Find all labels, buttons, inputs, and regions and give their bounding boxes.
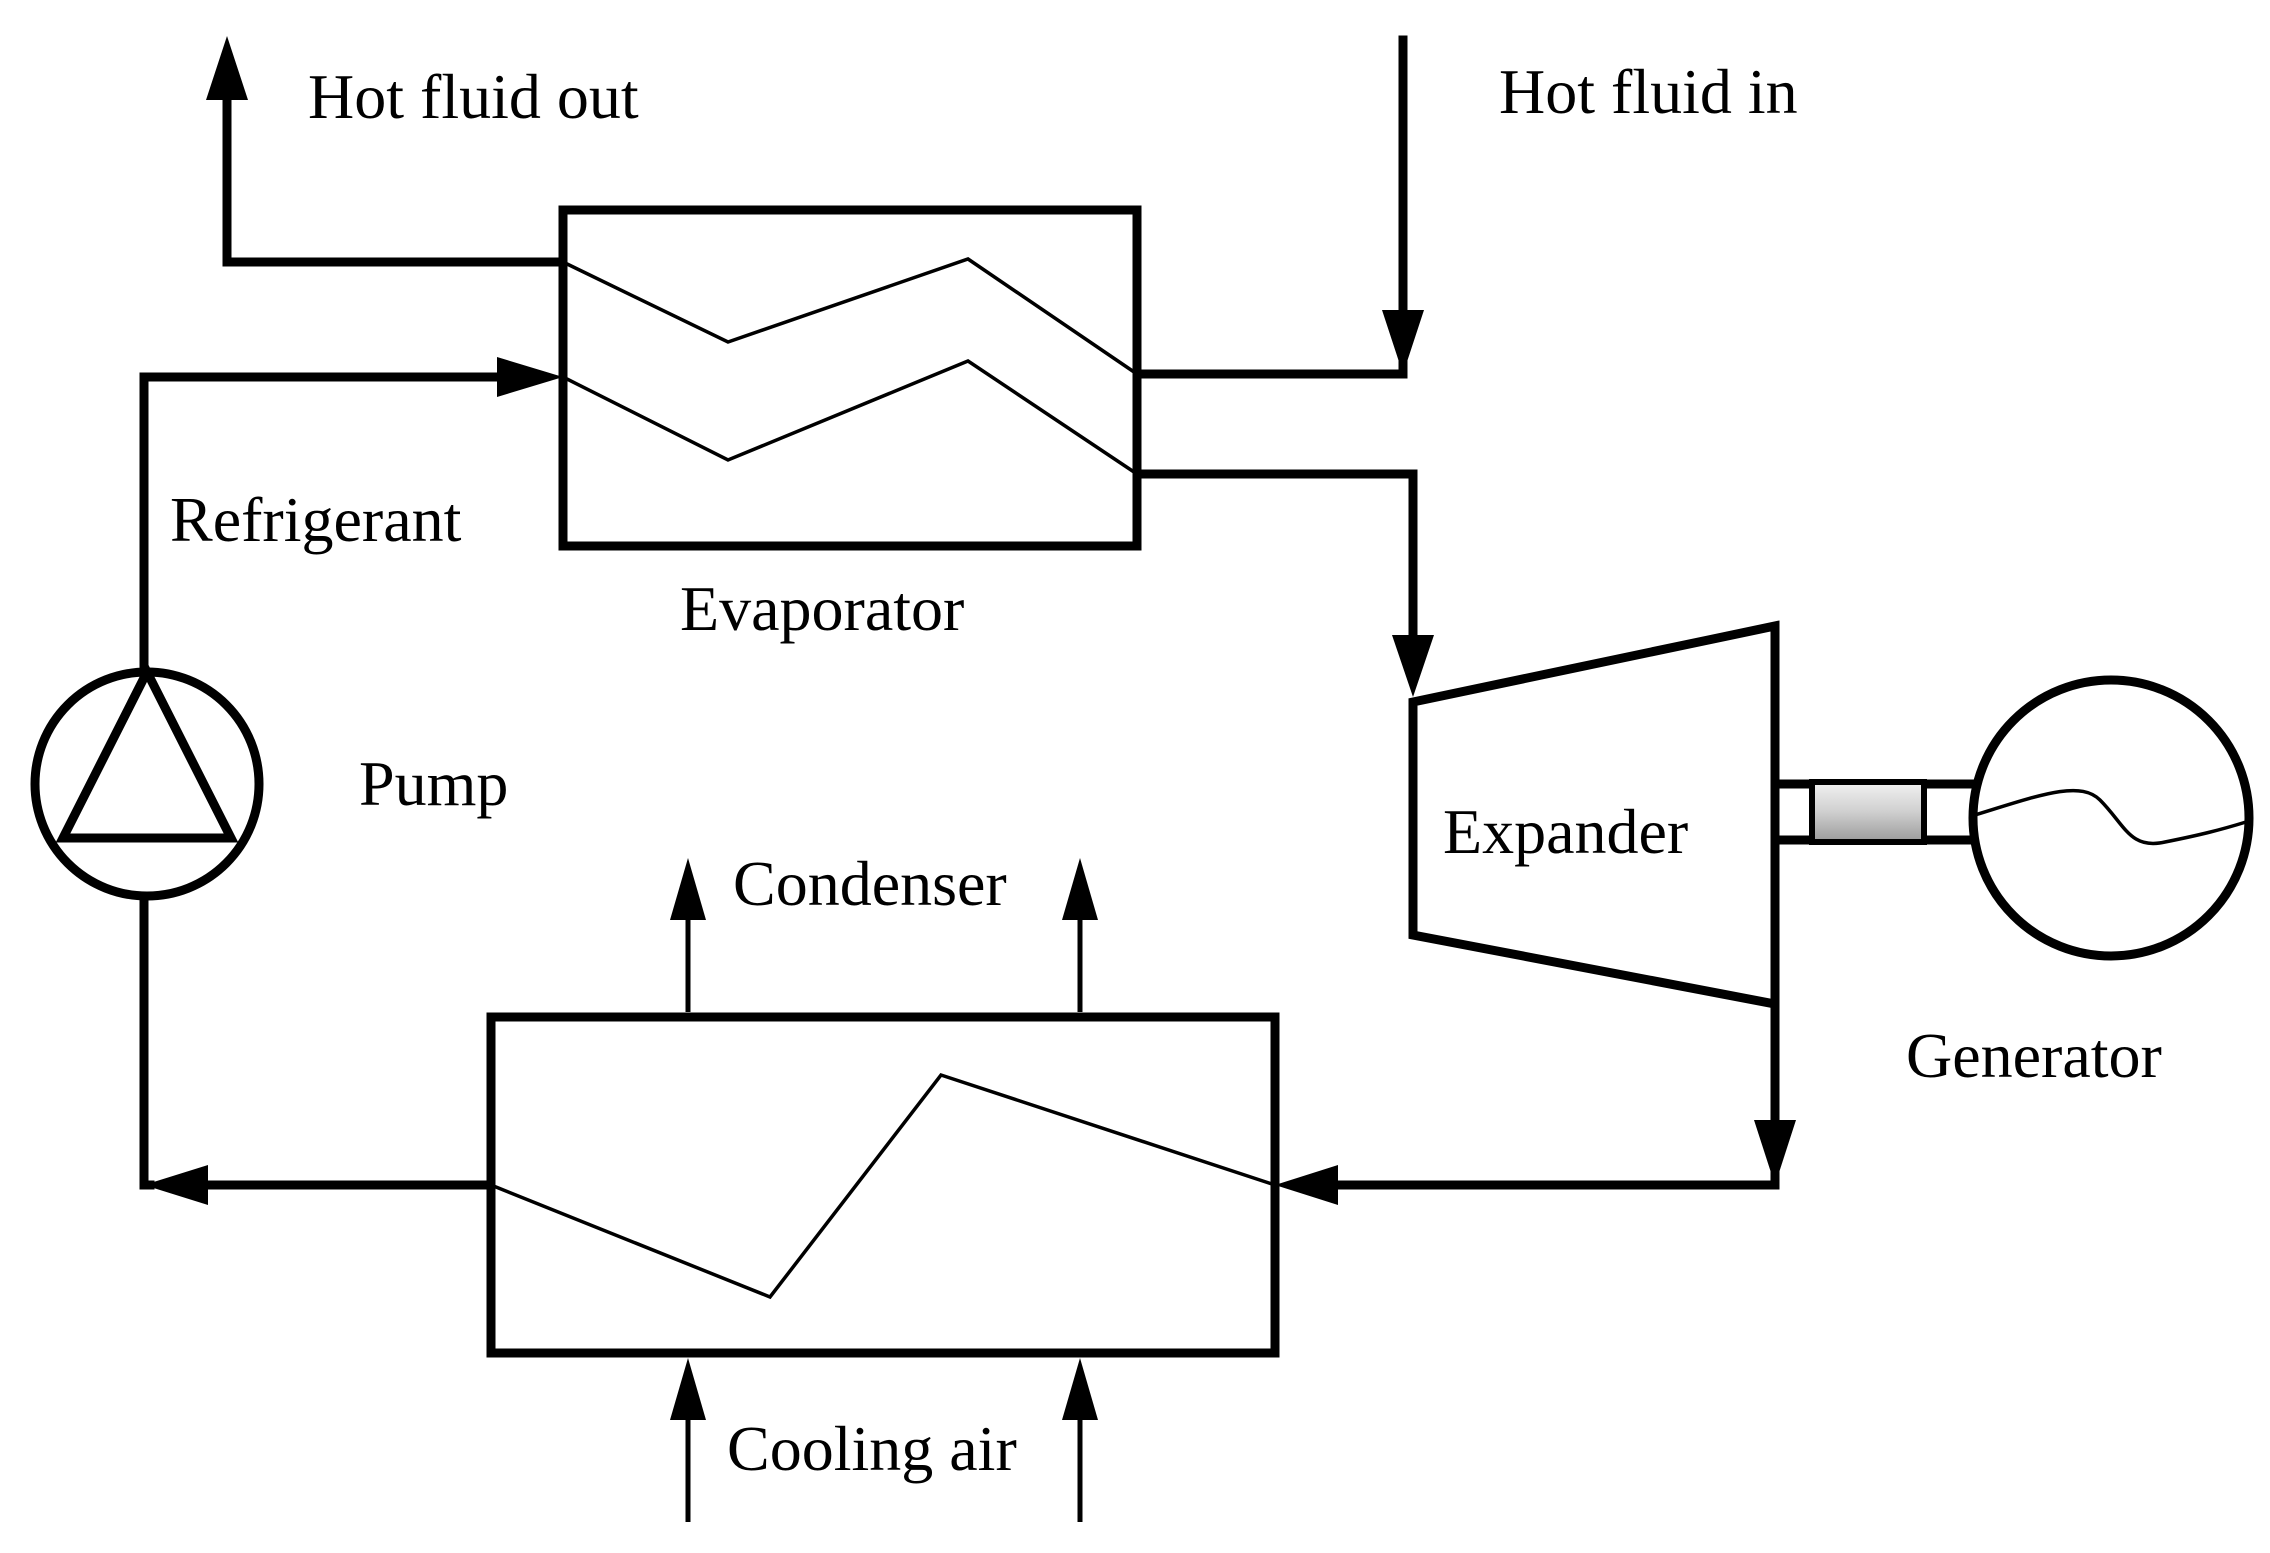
expander-label: Expander [1443, 796, 1688, 867]
pump-return-arrow [144, 1165, 208, 1205]
pump-circle [30, 667, 264, 901]
refrigerant-label: Refrigerant [170, 484, 462, 555]
hot-fluid-out-label: Hot fluid out [308, 61, 639, 132]
condenser [486, 1012, 1280, 1358]
condenser-box [486, 1012, 1280, 1358]
expander-inlet-arrow [1392, 635, 1434, 697]
evaporator-inlet-arrow [497, 357, 563, 397]
evaporator-to-expander-line [1132, 469, 1434, 697]
cooling-air-out-arrow-left [670, 858, 706, 920]
generator-wave-icon [1974, 788, 2247, 846]
condenser-inlet-arrow [1275, 1165, 1338, 1205]
shaft-coupling [1775, 779, 1975, 845]
condenser-label: Condenser [733, 848, 1007, 919]
cooling-air-in-arrow-left [670, 1358, 706, 1420]
evaporator [558, 205, 1142, 551]
evaporator-box [558, 205, 1142, 551]
expander-outlet-arrow [1754, 1120, 1796, 1185]
cooling-air-in-arrow-right [1062, 1358, 1098, 1420]
pump-triangle-icon [55, 662, 239, 843]
cooling-air-label: Cooling air [727, 1413, 1017, 1484]
generator-circle [1968, 675, 2254, 961]
pump-label: Pump [359, 748, 508, 819]
coupling-block [1809, 779, 1927, 845]
condenser-coil [490, 1072, 1276, 1300]
evaporator-refrigerant-coil [562, 359, 1138, 476]
hot-fluid-in-line [1135, 35, 1424, 379]
pump-to-evaporator-line [139, 357, 563, 675]
hot-fluid-in-arrow [1382, 310, 1424, 374]
cooling-air-out-arrow-right [1062, 858, 1098, 920]
hot-fluid-in-label: Hot fluid in [1499, 56, 1798, 127]
pump [30, 662, 264, 901]
generator-label: Generator [1906, 1020, 2162, 1091]
evaporator-label: Evaporator [680, 573, 964, 644]
condenser-to-pump-line [139, 893, 496, 1205]
evaporator-hot-coil [562, 257, 1138, 376]
hot-fluid-out-arrow [206, 36, 248, 100]
cooling-air-arrows [670, 858, 1098, 1522]
hot-fluid-out-line [206, 36, 568, 267]
generator [1968, 675, 2254, 961]
expander-to-condenser-line [1275, 999, 1796, 1205]
